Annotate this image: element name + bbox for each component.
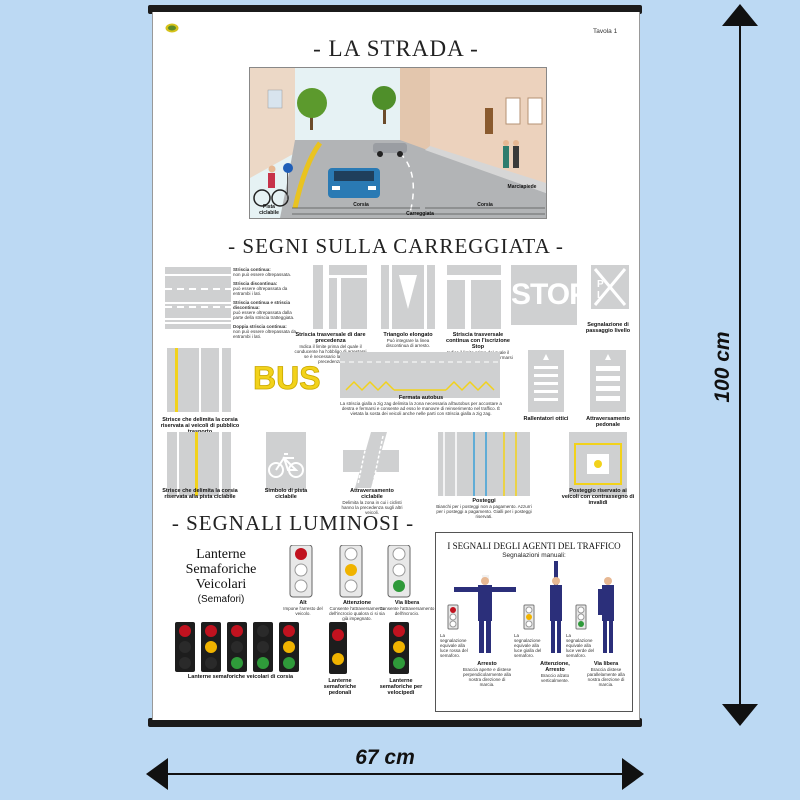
height-dimension-label: 100 cm: [711, 331, 734, 403]
label-corsia-right: Corsia: [477, 202, 493, 208]
street-illustration: [250, 68, 546, 218]
agenti-title: I SEGNALI DEGLI AGENTI DEL TRAFFICO: [447, 541, 621, 551]
caption-row3-2: Simbolo di pista ciclabile: [264, 488, 308, 500]
attraversamento-ciclabile-tile: [343, 432, 399, 488]
traffic-light-yellow: [339, 545, 363, 598]
legend-item: Striscia discontinua:può essere oltrepas…: [233, 281, 288, 296]
pedestrian-traffic-light: [329, 622, 347, 674]
title-segnali-luminosi: - SEGNALI LUMINOSI -: [171, 511, 415, 535]
bicycle-traffic-light: [389, 622, 409, 674]
caption-row3-1: Strisce che delimita la corsia riservata…: [162, 488, 238, 500]
caption-row2-3: Rallentatori ottici: [523, 416, 569, 422]
rallentatori-tile: [528, 350, 564, 412]
tavola-label: Tavola 1: [593, 28, 618, 35]
publisher-logo-icon: [165, 23, 179, 33]
label-pista-ciclabile: Pista ciclabile: [259, 204, 279, 216]
poster: Tavola 1 - LA STRADA -: [152, 12, 640, 720]
bus-text: BUS: [253, 360, 321, 397]
label-marciapiede: Marciapiede: [507, 184, 537, 190]
stop-text: STOP: [511, 278, 589, 311]
title-la-strada: - LA STRADA -: [313, 36, 479, 61]
caption-row1-4: Segnalazione di passaggio livello: [585, 322, 631, 334]
bike-symbol-tile: [266, 432, 306, 490]
passaggio-livello-tile: P L: [591, 265, 629, 309]
legend-item: Striscia continua e striscia discontinua…: [233, 300, 295, 320]
lane-lines-legend: Striscia continua:non può essere oltrepa…: [233, 267, 299, 339]
traffic-agents-illustration: [447, 561, 614, 653]
agenti-subtitle: Segnalazioni manuali:: [502, 552, 566, 559]
lane-lines-tile: [165, 267, 231, 329]
width-arrow-icon: [146, 758, 644, 790]
caption-pedonali-lights: Lanterne semaforiche pedonali: [323, 678, 357, 696]
caption-corsia-lights: Lanterne semaforiche veicolari di corsia: [187, 674, 294, 680]
height-arrow-icon: [722, 4, 758, 726]
agent-note-2: La segnalazione equivale alla luce giall…: [514, 633, 542, 658]
bus-lane-tile: [167, 348, 231, 412]
agent-note-3: La segnalazione equivale alla luce verde…: [566, 633, 595, 658]
label-corsia-left: Corsia: [353, 202, 369, 208]
top-hanging-rod: [148, 5, 642, 14]
traffic-light-green: [387, 545, 411, 598]
agent-note-1: La segnalazione equivale alla luce rossa…: [440, 633, 468, 658]
pl-text: P L: [597, 279, 610, 301]
width-dimension-label: 67 cm: [355, 746, 415, 769]
triangolo-tile: [381, 265, 435, 329]
dare-precedenza-tile: [313, 265, 367, 329]
posteggi-tile: [438, 432, 530, 496]
bike-lane-tile: [167, 432, 231, 496]
agenti-box: I SEGNALI DEGLI AGENTI DEL TRAFFICO Segn…: [435, 532, 633, 712]
legend-item: Striscia continua:non può essere oltrepa…: [233, 267, 292, 277]
lanterne-heading: Lanterne Semaforiche Veicolari (Semafori…: [185, 547, 257, 605]
vehicle-traffic-lights: [289, 545, 411, 598]
label-carreggiata: Carreggiata: [406, 211, 434, 217]
bottom-hanging-rod: [148, 718, 642, 727]
stop-line-tile: [447, 265, 501, 329]
caption-row2-4: Attraversamento pedonale: [586, 416, 630, 428]
caption-velocipedi-lights: Lanterne semaforiche per velocipedi: [379, 678, 423, 696]
caption-row3-5: Posteggio riservato ai veicoli con contr…: [561, 488, 635, 506]
traffic-light-red: [289, 545, 313, 598]
title-segni-carreggiata: - SEGNI SULLA CARREGGIATA -: [228, 234, 564, 258]
fermata-autobus-tile: [340, 352, 500, 398]
attraversamento-pedonale-tile: [590, 350, 626, 412]
posteggio-invalidi-tile: [569, 432, 627, 496]
legend-item: Doppia striscia continua:non può essere …: [233, 324, 297, 339]
lane-traffic-lights: [175, 622, 299, 672]
street-scene: Pista ciclabile Corsia Corsia Carreggiat…: [249, 67, 547, 219]
stop-marking-tile: STOP: [511, 265, 589, 325]
